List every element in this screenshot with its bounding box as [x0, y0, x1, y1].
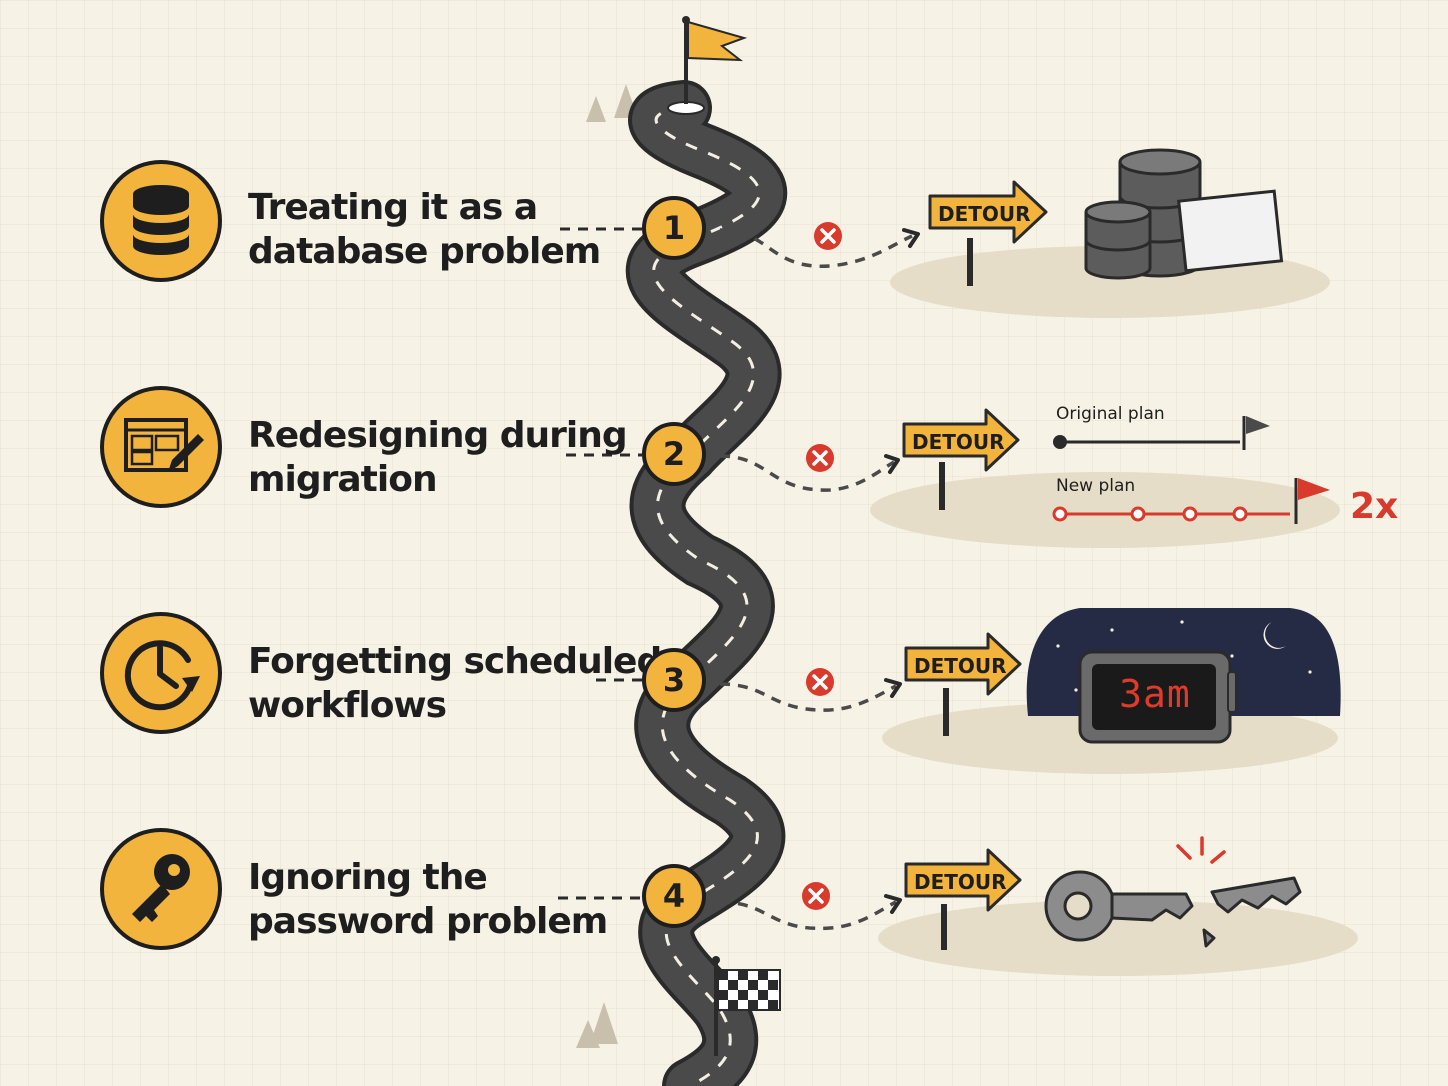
detour-label: DETOUR: [914, 870, 1007, 894]
detour-signs: [902, 180, 1048, 950]
alarm-clock-time: 3am: [1119, 672, 1191, 716]
finish-flag-icon: [712, 956, 781, 1056]
label-connectors: [558, 227, 642, 900]
step-3-badge: 3: [642, 648, 706, 712]
detour-sign-3: DETOUR: [906, 648, 1026, 700]
detour-label: DETOUR: [938, 202, 1031, 226]
step-2-badge: 2: [642, 422, 706, 486]
alarm-clock-icon: [1078, 650, 1237, 744]
new-plan-label: New plan: [1056, 476, 1136, 496]
detour-label: DETOUR: [912, 430, 1005, 454]
key-icon: [100, 828, 222, 950]
start-flag-icon: [667, 16, 748, 115]
original-plan-label: Original plan: [1056, 404, 1165, 424]
detour-sign-4: DETOUR: [906, 864, 1026, 916]
detour-sign-2: DETOUR: [904, 424, 1024, 476]
crack-burst-icon: [1176, 836, 1226, 864]
database-icon: [100, 160, 222, 282]
step-4-badge: 4: [642, 864, 706, 928]
clock-refresh-icon: [100, 612, 222, 734]
wireframe-pencil-icon: [100, 386, 222, 508]
broken-key-icon: [1044, 870, 1302, 948]
new-plan-line: [1052, 478, 1330, 524]
multiplier-label: 2x: [1350, 486, 1399, 527]
database-cylinders-illustration: [1084, 148, 1284, 280]
detour-paths: [719, 228, 913, 931]
error-x-icon: [802, 222, 842, 910]
step-1-badge: 1: [642, 196, 706, 260]
original-plan-line: [1053, 416, 1270, 450]
detour-label: DETOUR: [914, 654, 1007, 678]
detour-sign-1: DETOUR: [930, 196, 1050, 248]
arrow-heads: [884, 228, 920, 914]
